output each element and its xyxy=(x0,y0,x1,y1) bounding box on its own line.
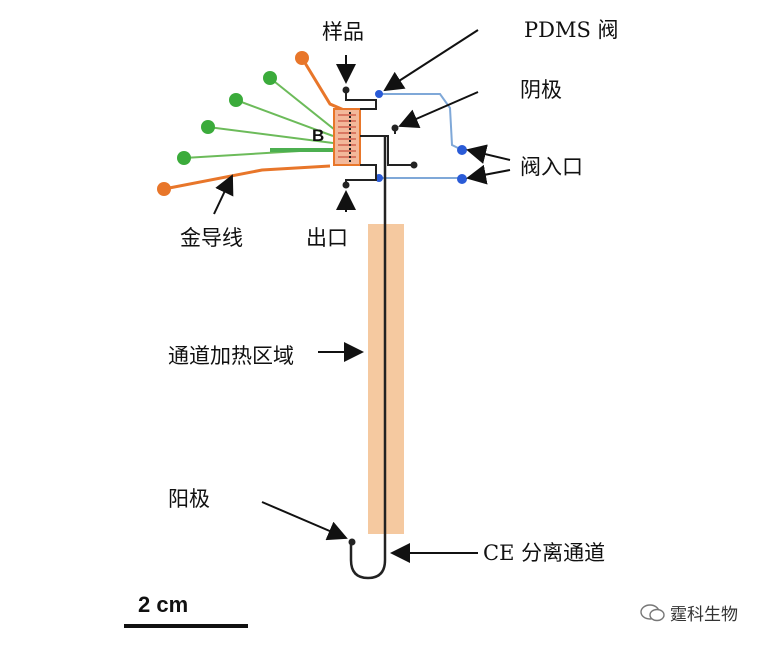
arrow-gold-wire xyxy=(213,174,234,215)
heater-pattern xyxy=(338,114,356,158)
electrode-dot xyxy=(177,151,191,165)
arrow-valve-inlet-1 xyxy=(466,144,511,164)
ce-separation-channel xyxy=(349,136,387,580)
gold-wire-top xyxy=(300,57,345,112)
pointer-arrows xyxy=(213,29,511,563)
gold-wire-bottom xyxy=(163,164,331,191)
electrode-dot xyxy=(201,120,215,134)
label-sample: 样品 xyxy=(322,20,364,44)
label-ce-channel: CE 分离通道 xyxy=(483,541,606,565)
chat-bubble-icon xyxy=(640,604,665,622)
electrode-wires xyxy=(183,77,336,159)
pdms-valve-line xyxy=(378,93,463,179)
label-pdms-valve: PDMS 阀 xyxy=(524,18,619,42)
electrode-dot xyxy=(229,93,243,107)
gold-wire-dot-top xyxy=(295,51,309,65)
valve-inlet-dot xyxy=(457,145,467,155)
gold-wire-dot-bottom xyxy=(157,182,171,196)
side-port xyxy=(410,161,418,169)
watermark-text: 霆科生物 xyxy=(670,605,738,625)
label-outlet: 出口 xyxy=(306,226,348,250)
label-anode: 阳极 xyxy=(168,487,210,511)
electrode-dot xyxy=(263,71,277,85)
label-valve-inlet: 阀入口 xyxy=(520,155,583,179)
electrode-dots xyxy=(177,71,277,165)
arrow-anode xyxy=(261,501,348,541)
cathode-port xyxy=(391,124,399,132)
arrow-pdms-valve xyxy=(383,29,479,92)
label-cathode: 阴极 xyxy=(520,78,562,102)
arrow-valve-inlet-2 xyxy=(466,164,511,185)
sample-port xyxy=(342,86,350,94)
label-channel-heating: 通道加热区域 xyxy=(168,344,294,368)
label-b-marker: B xyxy=(312,126,325,145)
scale-bar-label: 2 cm xyxy=(138,592,189,617)
valve-dot xyxy=(375,90,383,98)
arrow-cathode xyxy=(398,91,479,128)
anode-port xyxy=(348,538,356,546)
valve-inlet-dot xyxy=(457,174,467,184)
label-gold-wire: 金导线 xyxy=(180,226,243,250)
outlet-port xyxy=(342,181,350,189)
heater-chip xyxy=(333,108,361,166)
